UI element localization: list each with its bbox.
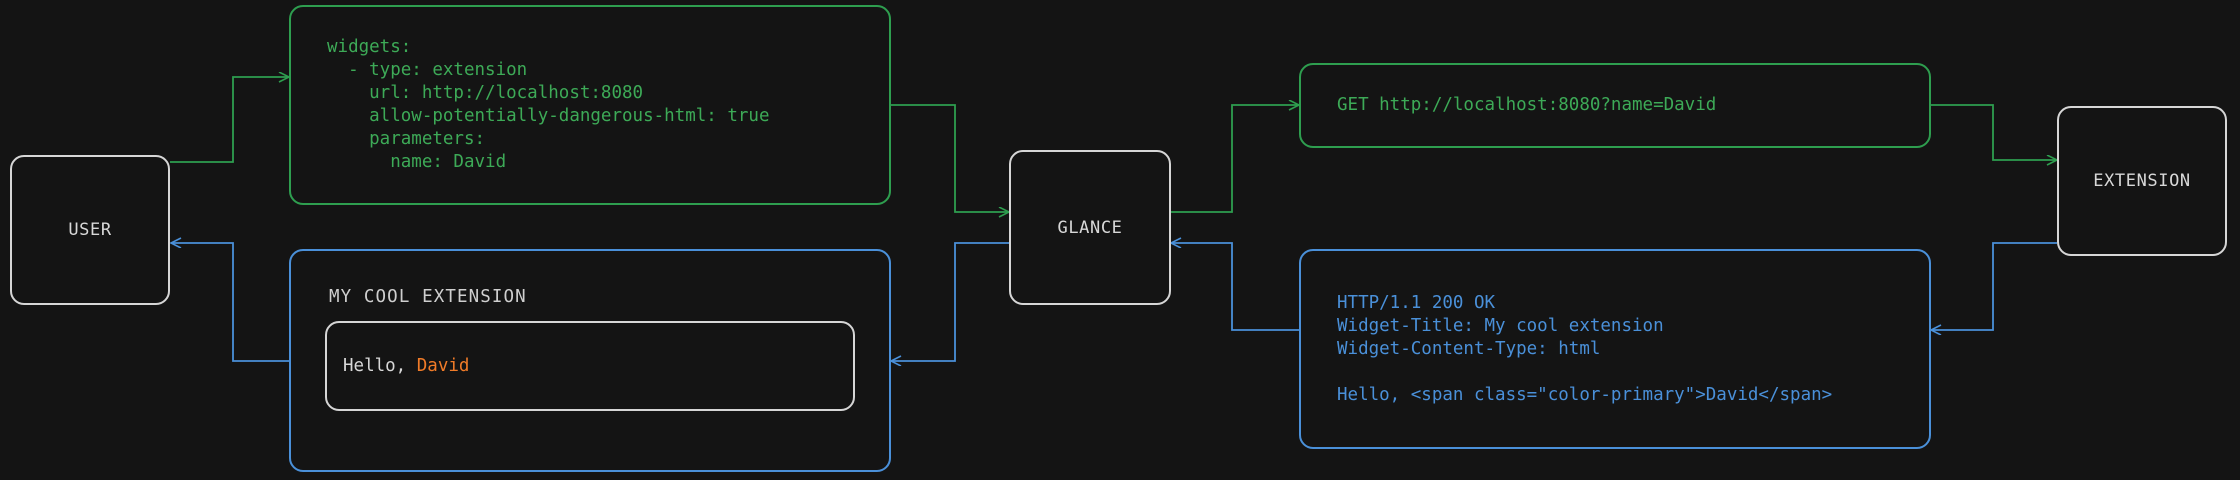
node-extension[interactable]: EXTENSION	[2057, 106, 2227, 256]
http-response-box[interactable]: HTTP/1.1 200 OK Widget-Title: My cool ex…	[1299, 249, 1931, 449]
http-request-box[interactable]: GET http://localhost:8080?name=David	[1299, 63, 1931, 148]
widget-greeting-accent-name: David	[416, 356, 470, 376]
edge-glance-to-widget	[891, 242, 1009, 361]
node-extension-label: EXTENSION	[2093, 171, 2191, 191]
node-user-label: USER	[68, 220, 112, 240]
edge-glance-to-request	[1171, 105, 1299, 213]
widget-content-area: Hello, David	[325, 321, 855, 411]
config-yaml-box[interactable]: widgets: - type: extension url: http://l…	[289, 5, 891, 205]
node-glance-label: GLANCE	[1057, 217, 1123, 238]
edge-response-to-glance	[1171, 243, 1299, 331]
node-glance[interactable]: GLANCE	[1009, 150, 1171, 305]
widget-title: MY COOL EXTENSION	[329, 287, 527, 307]
node-user[interactable]: USER	[10, 155, 170, 305]
edge-config-to-glance	[891, 104, 1009, 212]
edge-request-to-extension	[1931, 104, 2057, 160]
config-yaml-text: widgets: - type: extension url: http://l…	[327, 37, 770, 172]
widget-greeting-prefix: Hello,	[343, 356, 417, 376]
edge-user-to-config	[170, 77, 289, 163]
http-request-text: GET http://localhost:8080?name=David	[1337, 95, 1717, 115]
rendered-widget-box[interactable]: MY COOL EXTENSION Hello, David	[289, 249, 891, 472]
edge-extension-to-response	[1931, 242, 2057, 330]
edge-widget-to-user	[171, 243, 289, 362]
http-response-text: HTTP/1.1 200 OK Widget-Title: My cool ex…	[1337, 292, 1833, 405]
widget-greeting-text: Hello, David	[343, 356, 469, 376]
